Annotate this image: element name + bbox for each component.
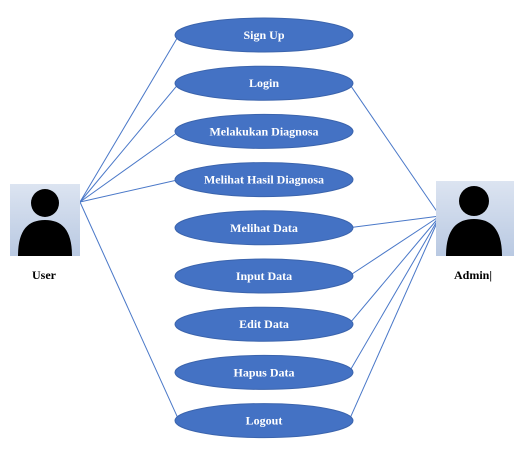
use-case-label: Edit Data bbox=[239, 317, 289, 331]
association-user-melihat-hasil-diagnosa bbox=[79, 179, 180, 203]
use-case-login: Login bbox=[174, 65, 354, 101]
use-case-logout: Logout bbox=[174, 403, 354, 439]
person-icon bbox=[446, 186, 502, 256]
association-user-sign-up bbox=[79, 34, 180, 203]
association-admin-edit-data bbox=[348, 215, 441, 325]
use-case-ellipse bbox=[174, 403, 354, 439]
use-case-ellipse bbox=[174, 258, 354, 294]
use-case-melihat-hasil-diagnosa: Melihat Hasil Diagnosa bbox=[174, 162, 354, 198]
use-case-label: Melihat Data bbox=[230, 221, 298, 235]
association-user-melakukan-diagnosa bbox=[79, 130, 180, 203]
person-icon bbox=[18, 189, 72, 256]
use-case-melihat-data: Melihat Data bbox=[174, 210, 354, 246]
use-case-label: Login bbox=[249, 76, 279, 90]
association-user-logout bbox=[79, 201, 180, 421]
use-case-label: Input Data bbox=[236, 269, 292, 283]
actor-admin-label: Admin| bbox=[454, 268, 492, 282]
use-case-label: Hapus Data bbox=[233, 365, 294, 379]
actor-user: User bbox=[10, 184, 80, 282]
association-admin-logout bbox=[348, 215, 441, 421]
association-lines bbox=[79, 34, 441, 421]
use-case-label: Sign Up bbox=[243, 28, 284, 42]
actor-user-label: User bbox=[32, 268, 57, 282]
use-case-ellipse bbox=[174, 210, 354, 246]
use-case-ellipse bbox=[174, 306, 354, 342]
association-user-login bbox=[79, 82, 180, 203]
use-case-label: Logout bbox=[246, 414, 283, 428]
use-case-ellipse bbox=[174, 162, 354, 198]
association-admin-hapus-data bbox=[348, 215, 441, 373]
use-case-ellipse bbox=[174, 65, 354, 101]
use-case-melakukan-diagnosa: Melakukan Diagnosa bbox=[174, 113, 354, 149]
association-admin-input-data bbox=[348, 215, 441, 277]
use-case-hapus-data: Hapus Data bbox=[174, 354, 354, 390]
actor-admin: Admin| bbox=[436, 181, 514, 282]
use-case-label: Melakukan Diagnosa bbox=[209, 124, 318, 138]
association-admin-login bbox=[348, 82, 441, 217]
use-case-ellipse bbox=[174, 17, 354, 53]
use-case-ellipse bbox=[174, 354, 354, 390]
use-case-label: Melihat Hasil Diagnosa bbox=[204, 173, 324, 187]
use-case-edit-data: Edit Data bbox=[174, 306, 354, 342]
use-case-ellipse bbox=[174, 113, 354, 149]
use-case-input-data: Input Data bbox=[174, 258, 354, 294]
association-admin-melihat-data bbox=[348, 215, 441, 229]
use-case-sign-up: Sign Up bbox=[174, 17, 354, 53]
